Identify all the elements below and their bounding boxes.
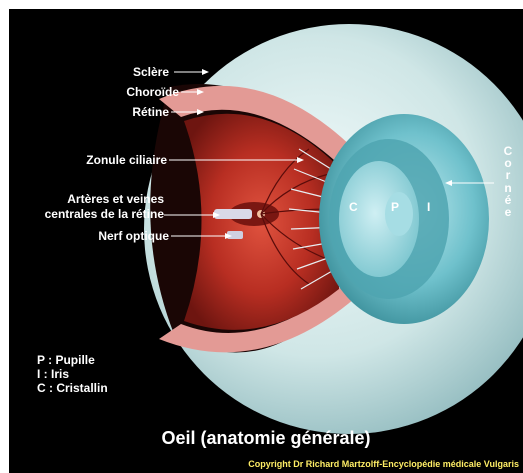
legend-iris: I : Iris xyxy=(37,368,69,381)
legend-pupille: P : Pupille xyxy=(37,354,95,367)
label-arteries-line1: Artères et veines xyxy=(19,193,164,206)
label-sclera: Sclère xyxy=(89,66,169,79)
label-arteries-line2: centrales de la rétine xyxy=(9,208,164,221)
cornea-letter: e xyxy=(500,206,516,218)
cornea-letter: n xyxy=(500,182,516,194)
legend-cristallin: C : Cristallin xyxy=(37,382,108,395)
diagram-panel: Sclère Choroïde Rétine Zonule ciliaire A… xyxy=(9,9,523,473)
cornea-letter: r xyxy=(500,169,516,181)
marker-cristallin: C xyxy=(349,201,358,214)
label-cornea-vertical: C o r n é e xyxy=(500,145,516,218)
marker-iris: I xyxy=(427,201,430,214)
label-retina: Rétine xyxy=(89,106,169,119)
label-choroid: Choroïde xyxy=(89,86,179,99)
copyright-notice: Copyright Dr Richard Martzolff-Encyclopé… xyxy=(248,459,519,469)
figure-title: Oeil (anatomie générale) xyxy=(9,428,523,449)
marker-pupille: P xyxy=(391,201,399,214)
optic-nerve xyxy=(214,209,252,219)
label-zonule: Zonule ciliaire xyxy=(29,154,167,167)
label-optic-nerve: Nerf optique xyxy=(29,230,169,243)
pupil xyxy=(385,192,413,236)
